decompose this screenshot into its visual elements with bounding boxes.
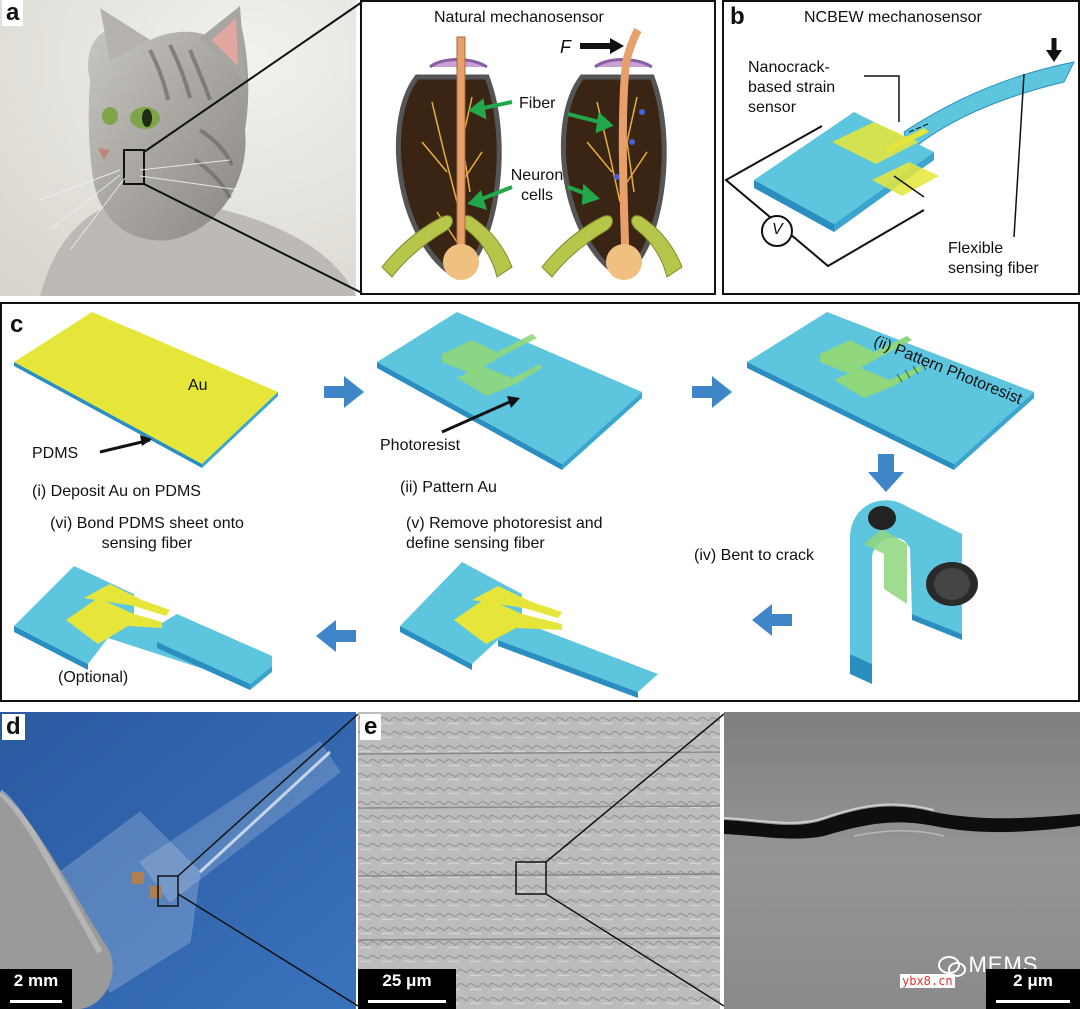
- panel-e-right-scale-text: 2 μm: [1013, 971, 1053, 990]
- au-label: Au: [188, 377, 208, 394]
- voltage-label: V: [772, 221, 783, 238]
- panel-d-letter: d: [2, 714, 25, 740]
- step3-pattern-photoresist: [747, 312, 1034, 470]
- panel-d-scalebar: 2 mm: [0, 969, 72, 1009]
- panel-e-left-scalebar: 25 μm: [358, 969, 456, 1009]
- step2-label: (ii) Pattern Au: [400, 479, 497, 496]
- step5-text: (v) Remove photoresist and define sensin…: [406, 515, 603, 552]
- neuron-cells-text: Neuron cells: [510, 167, 564, 204]
- follicle-left-illustration: [381, 36, 513, 280]
- step1-gold-sheet: [14, 312, 278, 468]
- panel-e-right-scalebar: 2 μm: [986, 969, 1080, 1009]
- nanocrack-sensor-text: Nanocrack- based strain sensor: [748, 59, 836, 116]
- step5-label: (v) Remove photoresist and define sensin…: [406, 514, 666, 554]
- step6-bond-pdms: [14, 566, 272, 690]
- panel-e-left-scale-line: [368, 1000, 446, 1003]
- natural-mechanosensor-box: Natural mechanosensor: [360, 0, 716, 295]
- panel-d-photo: d 2 mm: [0, 712, 356, 1009]
- step2-pattern-au: [377, 312, 642, 470]
- panel-c-box: c: [0, 302, 1080, 702]
- photoresist-label: Photoresist: [380, 437, 461, 454]
- panel-a-letter: a: [2, 0, 24, 26]
- ncbew-title: NCBEW mechanosensor: [804, 9, 982, 26]
- natural-mechanosensor-title: Natural mechanosensor: [434, 9, 604, 26]
- step4-label: (iv) Bent to crack: [694, 547, 815, 564]
- panel-e-letter: e: [360, 714, 382, 740]
- optional-label: (Optional): [58, 669, 129, 686]
- panel-b-letter: b: [726, 4, 749, 30]
- pdms-label: PDMS: [32, 445, 79, 462]
- panel-e-sem-right: MEMS ybx8.cn 2 μm: [724, 712, 1080, 1009]
- step4-bent-sheet: [850, 500, 978, 684]
- panel-d-scale-line: [10, 1000, 62, 1003]
- flexible-fiber-text: Flexible sensing fiber: [948, 240, 1039, 277]
- panel-e-right-scale-line: [996, 1000, 1070, 1003]
- step5-remove-photoresist: [400, 562, 658, 698]
- flexible-fiber-label: Flexible sensing fiber: [948, 239, 1078, 279]
- panel-b-box: b NCBEW mechanosensor Nanocrack- based s…: [722, 0, 1080, 295]
- step1-label: (i) Deposit Au on PDMS: [32, 483, 201, 500]
- watermark-site: ybx8.cn: [900, 974, 955, 988]
- panel-e-left-scale-text: 25 μm: [382, 971, 432, 990]
- step6-label: (vi) Bond PDMS sheet onto sensing fiber: [32, 514, 262, 554]
- panel-a-cat-photo: a: [0, 0, 356, 296]
- wechat-icon: [938, 954, 966, 977]
- step6-text: (vi) Bond PDMS sheet onto sensing fiber: [50, 515, 244, 552]
- fiber-label: Fiber: [519, 95, 556, 112]
- force-label: F: [560, 37, 571, 57]
- panel-d-scale-text: 2 mm: [13, 971, 59, 990]
- neuron-cells-label: Neuron cells: [509, 166, 565, 206]
- nanocrack-sensor-label: Nanocrack- based strain sensor: [748, 58, 868, 118]
- panel-e-sem-left: e 25 μm: [358, 712, 720, 1009]
- follicle-right-illustration: [541, 28, 683, 280]
- panel-c-letter: c: [6, 312, 28, 338]
